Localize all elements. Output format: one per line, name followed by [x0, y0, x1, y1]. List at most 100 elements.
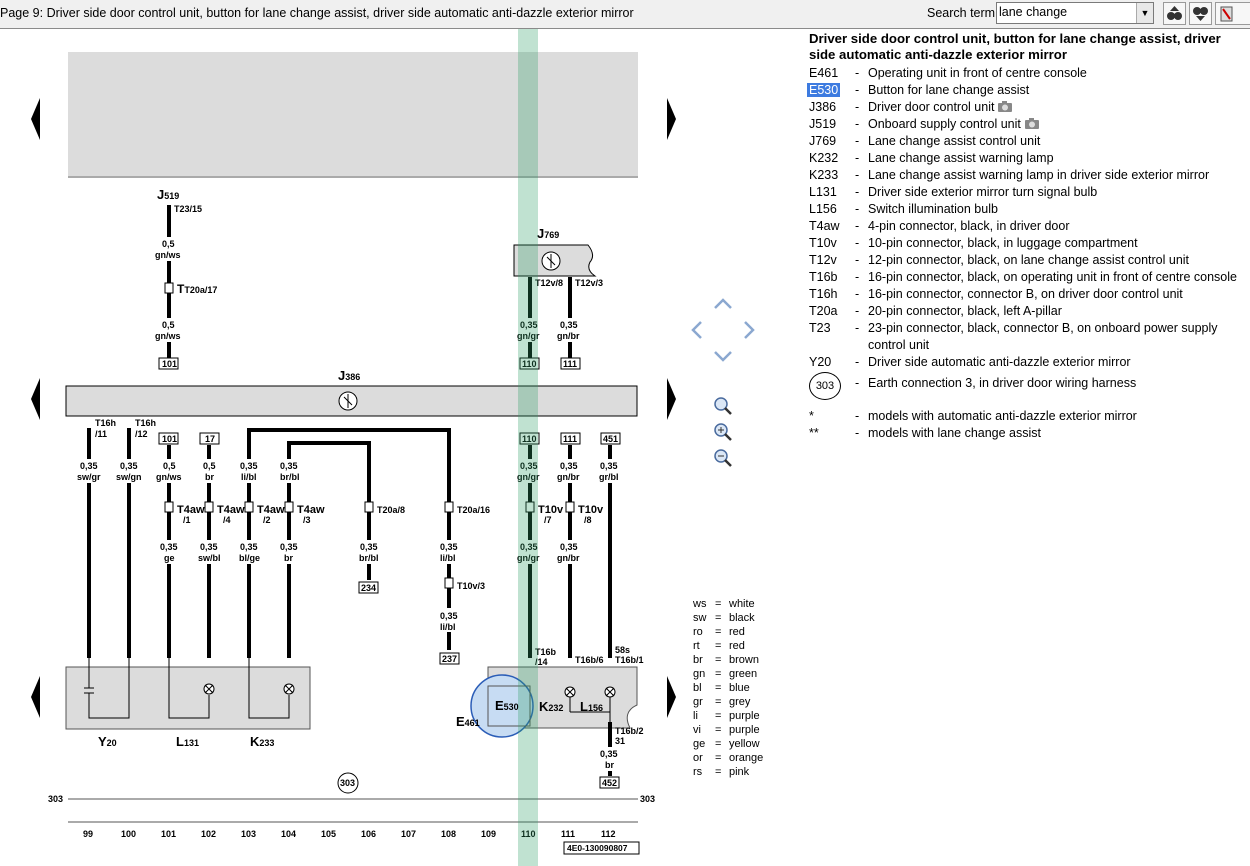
legend-item[interactable]: T10v-10-pin connector, black, in luggage… — [809, 235, 1241, 252]
svg-text:bl/ge: bl/ge — [239, 553, 260, 563]
legend-code: J519 — [809, 117, 837, 131]
pin-31-label: 31 — [615, 736, 625, 746]
svg-text:T4aw: T4aw — [257, 504, 285, 516]
legend-desc: 10-pin connector, black, in luggage comp… — [868, 236, 1138, 250]
prev-page-arrow-icon[interactable] — [31, 378, 40, 420]
next-page-arrow-icon[interactable] — [667, 676, 676, 718]
find-next-button[interactable] — [1189, 2, 1212, 25]
next-page-arrow-icon[interactable] — [667, 98, 676, 140]
legend-item[interactable]: J386-Driver door control unit — [809, 99, 1241, 116]
color-code-item: sw=black — [693, 612, 755, 624]
pan-down-icon[interactable] — [714, 351, 732, 362]
svg-text:0,35: 0,35 — [120, 461, 138, 471]
legend-code: J769 — [809, 134, 837, 148]
prev-page-arrow-icon[interactable] — [31, 676, 40, 718]
svg-text:T20a/8: T20a/8 — [377, 505, 405, 515]
legend-item[interactable]: T20a-20-pin connector, black, left A-pil… — [809, 303, 1241, 320]
legend-item[interactable]: T23-23-pin connector, black, connector B… — [809, 320, 1241, 354]
zoom-in-icon[interactable] — [714, 423, 732, 441]
next-page-arrow-icon[interactable] — [667, 378, 676, 420]
legend-desc: Operating unit in front of centre consol… — [868, 66, 1087, 80]
pan-right-icon[interactable] — [744, 321, 755, 339]
legend-item[interactable]: L131-Driver side exterior mirror turn si… — [809, 184, 1241, 201]
svg-text:T10v: T10v — [538, 504, 564, 516]
legend-desc: Lane change assist control unit — [868, 134, 1041, 148]
legend-item[interactable]: J519-Onboard supply control unit — [809, 116, 1241, 133]
svg-text:101: 101 — [161, 829, 176, 839]
search-input[interactable] — [999, 4, 1133, 20]
legend-item[interactable]: T16b-16-pin connector, black, on operati… — [809, 269, 1241, 286]
svg-text:T20a/16: T20a/16 — [457, 505, 490, 515]
legend-dash: - — [855, 83, 860, 97]
j519-label: J519 — [157, 187, 179, 202]
wire-size: 0,35 — [600, 749, 618, 759]
ref-box: 237 — [442, 654, 457, 664]
page-title: Page 9: Driver side door control unit, b… — [0, 6, 634, 20]
clear-icon — [1220, 6, 1233, 22]
legend-item[interactable]: E461-Operating unit in front of centre c… — [809, 65, 1241, 82]
t10v3-label: T10v/3 — [457, 581, 485, 591]
legend-code: T23 — [809, 321, 831, 335]
pan-left-icon[interactable] — [691, 321, 702, 339]
legend-item[interactable]: 303-Earth connection 3, in driver door w… — [809, 372, 1241, 400]
legend-item[interactable]: T16h-16-pin connector, connector B, on d… — [809, 286, 1241, 303]
find-button[interactable] — [1163, 2, 1186, 25]
svg-text:0,35: 0,35 — [200, 542, 218, 552]
legend-item[interactable]: *-models with automatic anti-dazzle exte… — [809, 408, 1241, 425]
svg-text:T4aw: T4aw — [217, 504, 245, 516]
svg-text:105: 105 — [321, 829, 336, 839]
svg-text:0,35: 0,35 — [520, 542, 538, 552]
toolbar-more-button[interactable] — [1215, 2, 1250, 25]
legend-item[interactable]: T4aw-4-pin connector, black, in driver d… — [809, 218, 1241, 235]
pan-up-icon[interactable] — [714, 298, 732, 309]
prev-page-arrow-icon[interactable] — [31, 98, 40, 140]
y20-label: Y20 — [98, 734, 117, 749]
legend-item[interactable]: Y20-Driver side automatic anti-dazzle ex… — [809, 354, 1241, 371]
wire-size: 0,35 — [560, 320, 578, 330]
legend-dash: - — [855, 376, 860, 390]
wire-color: gn/br — [557, 331, 580, 341]
color-code-item: rt=red — [693, 640, 745, 652]
color-code-item: bl=blue — [693, 682, 750, 694]
svg-text:107: 107 — [401, 829, 416, 839]
legend-code: Y20 — [809, 355, 832, 369]
svg-text:gn/ws: gn/ws — [156, 472, 182, 482]
legend-title: Driver side door control unit, button fo… — [809, 31, 1221, 62]
svg-text:/3: /3 — [303, 515, 311, 525]
legend-dash: - — [855, 409, 860, 423]
camera-icon[interactable] — [1024, 117, 1040, 129]
wire-color: li/bl — [440, 622, 456, 632]
connector-labels: T4aw/1 T4aw/4 T4aw/2 T4aw/3 T20a/8 T20a/… — [164, 501, 604, 525]
legend-item[interactable]: J769-Lane change assist control unit — [809, 133, 1241, 150]
color-code-item: br=brown — [693, 654, 759, 666]
svg-text:sw/gn: sw/gn — [116, 472, 142, 482]
component-legend: Driver side door control unit, button fo… — [807, 31, 1241, 442]
legend-code: K233 — [809, 168, 839, 182]
legend-item[interactable]: L156-Switch illumination bulb — [809, 201, 1241, 218]
legend-desc: 12-pin connector, black, on lane change … — [868, 253, 1190, 267]
t16b14-label: T16b/14 — [535, 647, 557, 667]
svg-text:0,35: 0,35 — [440, 542, 458, 552]
legend-code: T16b — [809, 270, 838, 284]
svg-text:0,35: 0,35 — [280, 461, 298, 471]
svg-text:104: 104 — [281, 829, 296, 839]
camera-icon[interactable] — [997, 100, 1013, 112]
legend-dash: - — [855, 219, 860, 233]
legend-item[interactable]: K232-Lane change assist warning lamp — [809, 150, 1241, 167]
legend-item[interactable]: **-models with lane change assist — [809, 425, 1241, 442]
column-numbers: 99 100 101 102 103 104 105 106 107 108 1… — [83, 829, 616, 839]
zoom-fit-icon[interactable] — [714, 397, 732, 415]
search-combobox[interactable]: ▼ — [996, 2, 1154, 24]
wire-size: 0,5 — [162, 320, 175, 330]
color-code-item: ge=yellow — [693, 738, 760, 750]
legend-item[interactable]: T12v-12-pin connector, black, on lane ch… — [809, 252, 1241, 269]
legend-dash: - — [855, 100, 860, 114]
earth-point-303 — [337, 772, 359, 794]
legend-code: 303 — [809, 372, 855, 400]
legend-item[interactable]: E530-Button for lane change assist — [807, 82, 1241, 99]
legend-item[interactable]: K233-Lane change assist warning lamp in … — [809, 167, 1241, 184]
dropdown-arrow-icon[interactable]: ▼ — [1136, 3, 1153, 23]
svg-text:gr/bl: gr/bl — [599, 472, 619, 482]
zoom-out-icon[interactable] — [714, 449, 732, 467]
